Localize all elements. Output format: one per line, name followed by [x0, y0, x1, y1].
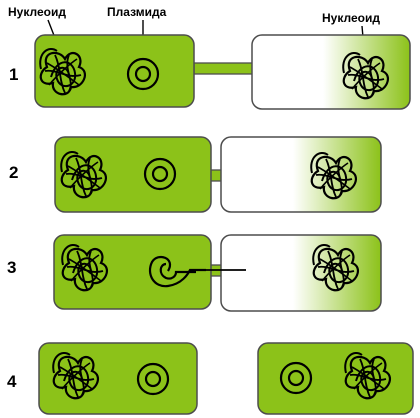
step-number-4: 4: [7, 372, 17, 391]
recipient-cell: [220, 136, 382, 213]
plasmid-label: Плазмида: [107, 5, 167, 19]
step-number-3: 3: [7, 258, 16, 277]
transferring-plasmid: [148, 255, 246, 288]
step-3: [53, 234, 382, 312]
nucleoid-label-right: Нуклеоид: [322, 11, 380, 25]
nucleoid-label-left: Нуклеоид: [8, 5, 66, 19]
step-number-1: 1: [9, 65, 18, 84]
step-4: [38, 342, 414, 415]
recipient-cell: [251, 34, 411, 110]
conjugation-pilus: [193, 62, 257, 75]
donor-cell: [53, 234, 212, 310]
step-2: [54, 136, 382, 213]
step-1: [34, 34, 411, 110]
step-number-2: 2: [9, 163, 18, 182]
